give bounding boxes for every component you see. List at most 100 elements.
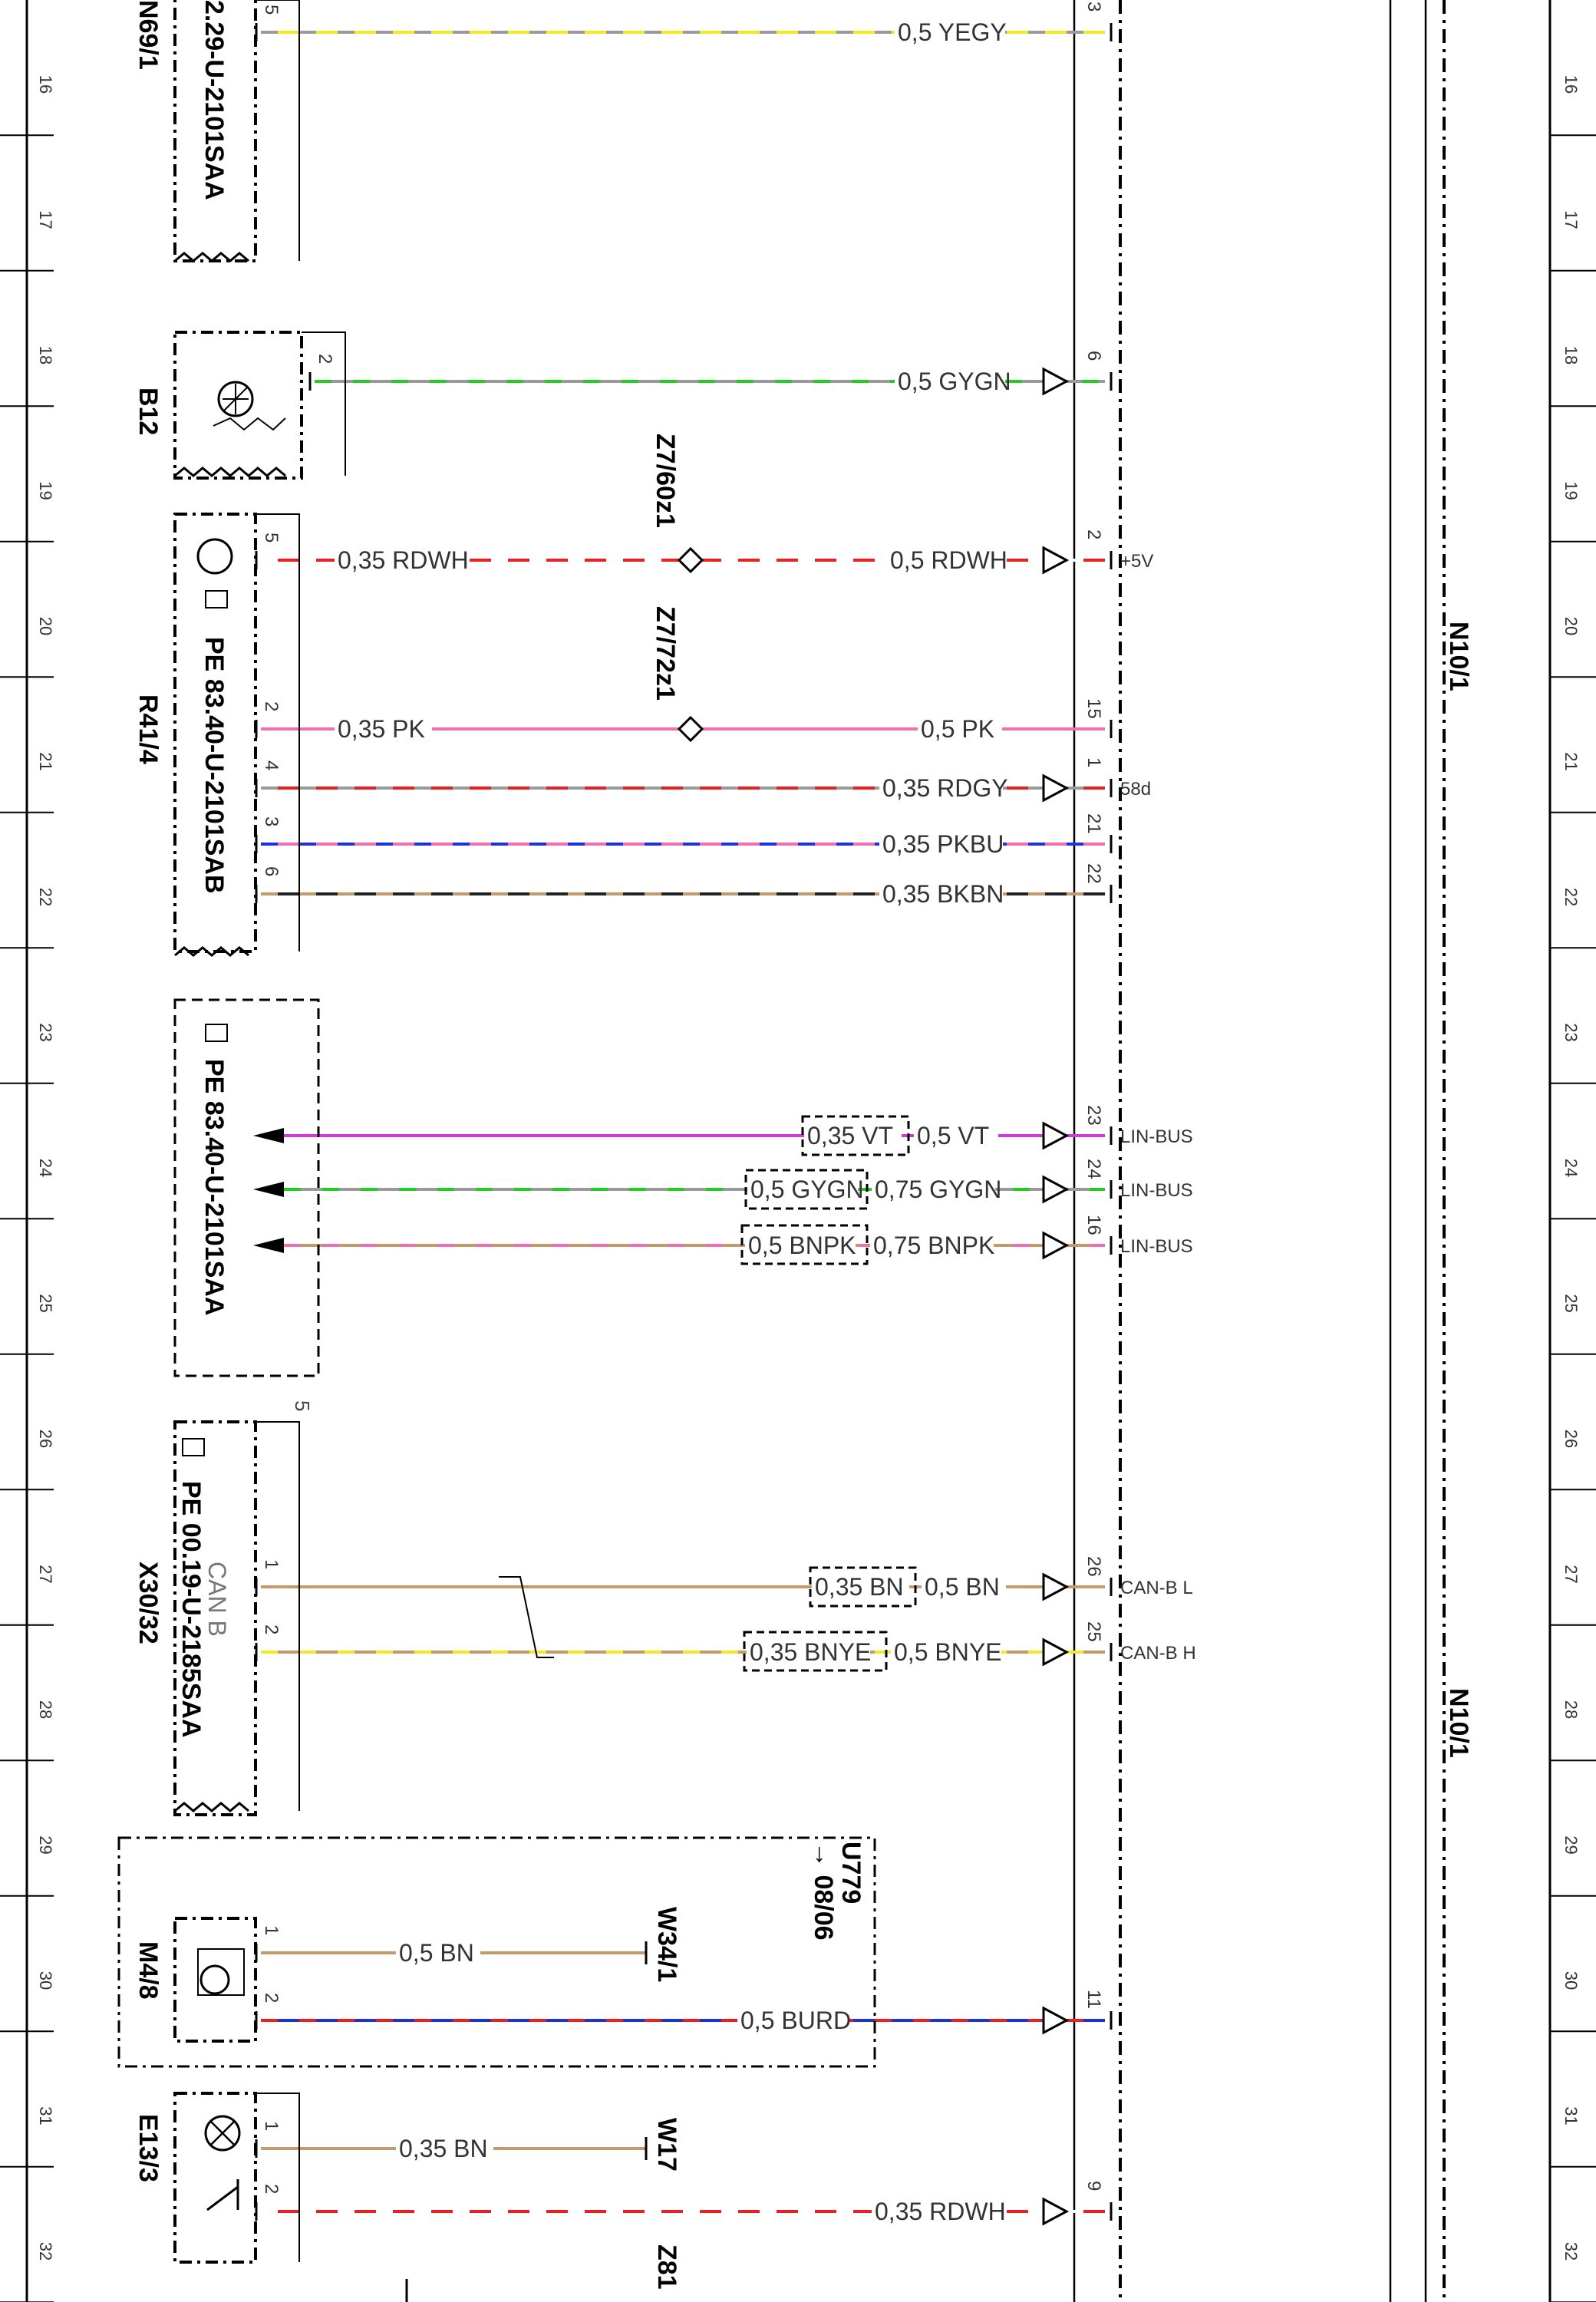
row-number-left: 25 <box>36 1294 55 1312</box>
left-pin-number: 3 <box>261 816 282 826</box>
right-pin-number: 21 <box>1083 813 1104 834</box>
row-number-right: 29 <box>1561 1835 1581 1854</box>
connector-arrow <box>1042 1231 1070 1260</box>
row-number-right: 21 <box>1561 752 1581 770</box>
wire-label: 0,35 BN <box>399 2135 488 2162</box>
wire-label: 0,5 GYGN <box>750 1176 864 1203</box>
wire-label: 0,35 PK <box>338 715 425 743</box>
row-number-left: 18 <box>36 346 55 364</box>
m4-8-code: M4/8 <box>134 1941 163 2000</box>
wire-label-bg <box>872 1174 995 1202</box>
n10-1-code-upper: N10/1 <box>1444 622 1473 691</box>
left-pin-number: 2 <box>261 1993 282 2003</box>
signal-name: LIN-BUS <box>1120 1126 1193 1147</box>
row-number-right: 31 <box>1561 2106 1581 2125</box>
row-number-right: 16 <box>1561 75 1581 94</box>
connector-arrow <box>1042 773 1070 803</box>
row-number-left: 19 <box>36 481 55 500</box>
row-number-right: 18 <box>1561 346 1581 364</box>
right-pin-number: 9 <box>1083 2181 1104 2191</box>
splice-points <box>677 546 704 743</box>
connector-arrow <box>1042 1175 1070 1204</box>
wire-label-bg <box>396 2133 493 2161</box>
left-pin-number: 2 <box>261 2184 282 2194</box>
wire-label-bg <box>747 1174 858 1202</box>
row-number-left: 16 <box>36 75 55 94</box>
right-pin-number: 2 <box>1083 529 1104 539</box>
n69-1-ref: 2.29-U-2101SAA <box>200 0 229 200</box>
row-number-right: 22 <box>1561 888 1581 906</box>
signal-name: LIN-BUS <box>1120 1236 1193 1257</box>
signal-name: CAN-B L <box>1120 1578 1193 1598</box>
row-number-left: 17 <box>36 210 55 229</box>
left-pin-number: 6 <box>261 866 282 876</box>
component-labels: N69/1 2.29-U-2101SAA B12 R41/4 PE 83.40-… <box>134 0 1473 2290</box>
wire-label-bg <box>914 1120 998 1148</box>
u779-note: → 08/06 <box>809 1842 838 1941</box>
connector-arrow <box>1042 546 1070 575</box>
wire-label-bg <box>812 1571 909 1599</box>
w34-1-code: W34/1 <box>652 1907 681 1982</box>
e13-3-code: E13/3 <box>134 2114 163 2182</box>
right-pin-number: 22 <box>1083 863 1104 884</box>
row-number-left: 21 <box>36 752 55 770</box>
row-number-left: 31 <box>36 2106 55 2125</box>
wire-label: 0,5 BNYE <box>894 1638 1002 1666</box>
wire-label: 0,5 PK <box>921 715 994 743</box>
right-pin-number: 23 <box>1083 1105 1104 1126</box>
connector-arrow <box>1042 1637 1070 1667</box>
n10-1-code-lower: N10/1 <box>1444 1688 1473 1758</box>
row-number-right: 20 <box>1561 617 1581 635</box>
z7-72z1-code: Z7/72z1 <box>651 606 680 701</box>
right-pin-number: 25 <box>1083 1621 1104 1642</box>
wire-label: 0,35 RDWH <box>338 546 469 574</box>
left-pin-number: 2 <box>261 1624 282 1634</box>
wire-label: 0,5 BNPK <box>748 1232 856 1259</box>
wire-label: 0,35 RDGY <box>882 774 1008 802</box>
connector-arrow <box>1042 2197 1070 2226</box>
wire-label: 0,5 RDWH <box>890 546 1007 574</box>
row-number-left: 24 <box>36 1159 55 1177</box>
z81-code: Z81 <box>652 2244 681 2290</box>
row-number-right: 32 <box>1561 2242 1581 2261</box>
wire-label: 0,35 BN <box>815 1573 904 1601</box>
left-pin-number: 5 <box>261 533 282 543</box>
row-number-right: 24 <box>1561 1159 1581 1177</box>
left-pin-number: 1 <box>261 1925 282 1935</box>
wire-label-bg <box>922 1571 1006 1599</box>
wire-label-bg <box>887 545 998 572</box>
ground-stubs <box>405 1941 648 2302</box>
connector-arrow <box>1042 367 1070 396</box>
component-boxes <box>117 0 876 2264</box>
wire-label-bg <box>872 2196 995 2224</box>
wire-label: 0,5 BN <box>399 1939 474 1967</box>
wire-label: 0,75 BNPK <box>873 1232 994 1259</box>
signal-name: LIN-BUS <box>1120 1180 1193 1201</box>
connector-arrow <box>1042 1572 1070 1601</box>
wire-label-bg <box>335 545 458 572</box>
right-pin-number: 24 <box>1083 1159 1104 1179</box>
row-number-left: 32 <box>36 2242 55 2261</box>
row-number-right: 27 <box>1561 1565 1581 1583</box>
signal-name: +5V <box>1120 551 1153 572</box>
lin-arrowheads <box>253 1128 284 1253</box>
x30-32-sub: CAN B <box>203 1562 231 1637</box>
wire-label: 0,5 VT <box>917 1122 989 1149</box>
r41-4-code: R41/4 <box>134 694 163 764</box>
wire-label-bg <box>879 829 1003 856</box>
wire-label-bg <box>335 714 432 741</box>
row-number-right: 30 <box>1561 1971 1581 1990</box>
wire-label: 0,35 VT <box>807 1122 893 1149</box>
lin-ref: PE 83.40-U-2101SAA <box>200 1059 229 1316</box>
row-number-left: 29 <box>36 1835 55 1854</box>
row-number-right: 25 <box>1561 1294 1581 1312</box>
right-pin-number: 26 <box>1083 1556 1104 1577</box>
x30-32-pin5: 5 <box>291 1400 314 1411</box>
wire-label: 0,5 YEGY <box>898 18 1007 46</box>
w17-code: W17 <box>652 2118 681 2172</box>
